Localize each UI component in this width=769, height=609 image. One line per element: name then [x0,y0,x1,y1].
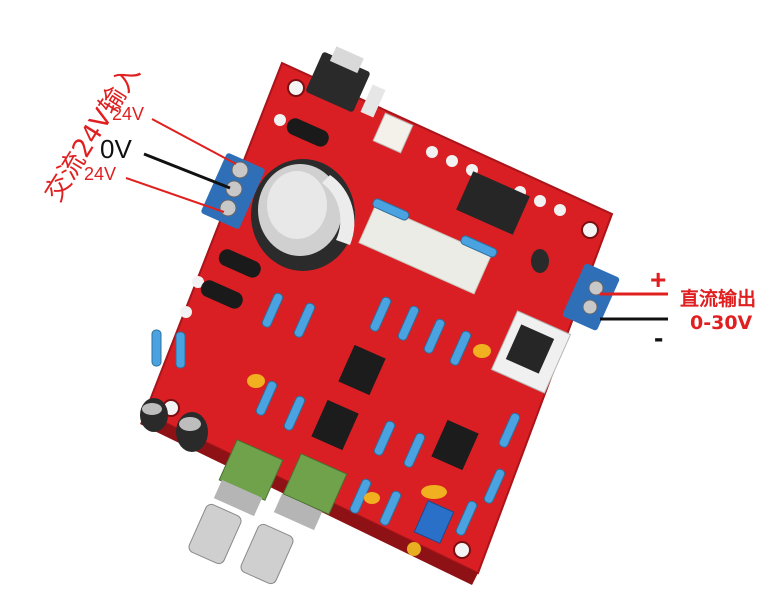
potentiometer-current [188,439,284,565]
wire-0v [143,152,231,190]
wire-label-24v-bottom: 24V [84,164,117,184]
output-transistor [490,310,572,394]
potentiometer-voltage [240,453,348,585]
small-capacitors [140,249,549,452]
resistors [151,198,521,536]
output-terminal-block [562,263,620,331]
plus-sign: + [650,264,667,295]
wire-24v-top [151,118,237,165]
trimmer-screw [407,542,421,556]
ic-chips [311,344,479,471]
transistor-d1047 [456,171,530,235]
voltage-regulator [306,46,386,118]
power-resistor [358,203,492,295]
wire-label-24v-top: 24V [112,104,145,124]
output-range: 0-30V [690,312,753,334]
electrolytic-capacitor [251,159,355,271]
fan-connector [372,112,414,154]
wire-24v-bottom [125,177,225,213]
minus-sign: - [654,322,664,353]
output-title: 直流输出 [680,288,757,310]
wire-label-0v: 0V [100,134,132,164]
trimmer-pot [413,500,455,544]
rectifier-diodes [200,118,329,309]
ceramic-capacitors [247,344,491,504]
